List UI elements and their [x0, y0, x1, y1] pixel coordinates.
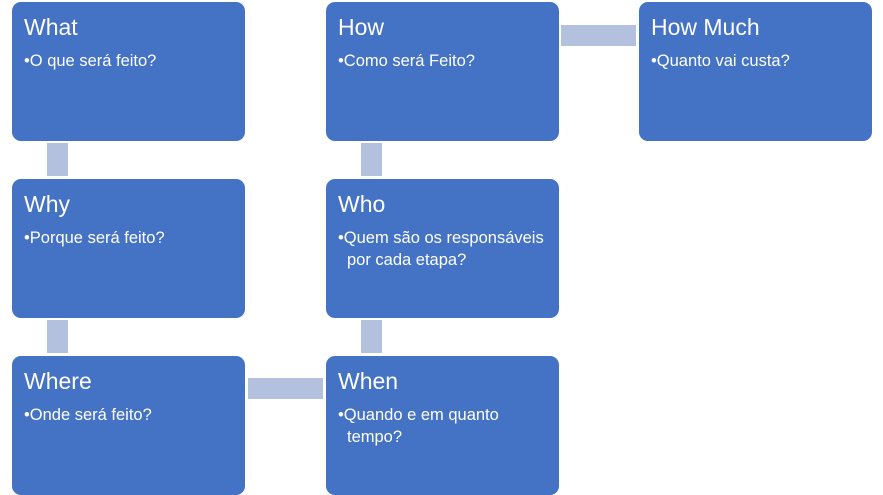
card-bullet: Quanto vai custa?	[651, 50, 860, 72]
card-bullets: Onde será feito?	[24, 404, 233, 426]
card-title: What	[24, 14, 78, 40]
card-why: Why Porque será feito?	[12, 179, 245, 318]
card-bullets: Como será Feito?	[338, 50, 547, 72]
card-bullet: Onde será feito?	[24, 404, 233, 426]
card-title: How	[338, 14, 385, 40]
card-bullet: Como será Feito?	[338, 50, 547, 72]
card-where: Where Onde será feito?	[12, 356, 245, 495]
card-bullet: O que será feito?	[24, 50, 233, 72]
connector-when-who	[361, 320, 382, 353]
card-how: How Como será Feito?	[326, 2, 559, 141]
connector-how-howmuch	[561, 25, 636, 46]
card-bullet: Quando e em quanto tempo?	[338, 404, 547, 448]
card-bullets: Quem são os responsáveis por cada etapa?	[338, 227, 547, 271]
card-bullets: Quanto vai custa?	[651, 50, 860, 72]
card-bullets: Quando e em quanto tempo?	[338, 404, 547, 448]
card-bullets: O que será feito?	[24, 50, 233, 72]
connector-where-when	[248, 378, 323, 399]
card-how-much: How Much Quanto vai custa?	[639, 2, 872, 141]
card-title: Who	[338, 191, 386, 217]
card-bullet: Porque será feito?	[24, 227, 233, 249]
connector-who-how	[361, 143, 382, 176]
card-bullets: Porque será feito?	[24, 227, 233, 249]
card-when: When Quando e em quanto tempo?	[326, 356, 559, 495]
card-who: Who Quem são os responsáveis por cada et…	[326, 179, 559, 318]
card-title: Where	[24, 368, 92, 394]
card-title: When	[338, 368, 399, 394]
connector-what-why	[47, 143, 68, 176]
card-title: How Much	[651, 14, 760, 40]
card-what: What O que será feito?	[12, 2, 245, 141]
connector-why-where	[47, 320, 68, 353]
card-title: Why	[24, 191, 70, 217]
card-bullet: Quem são os responsáveis por cada etapa?	[338, 227, 547, 271]
